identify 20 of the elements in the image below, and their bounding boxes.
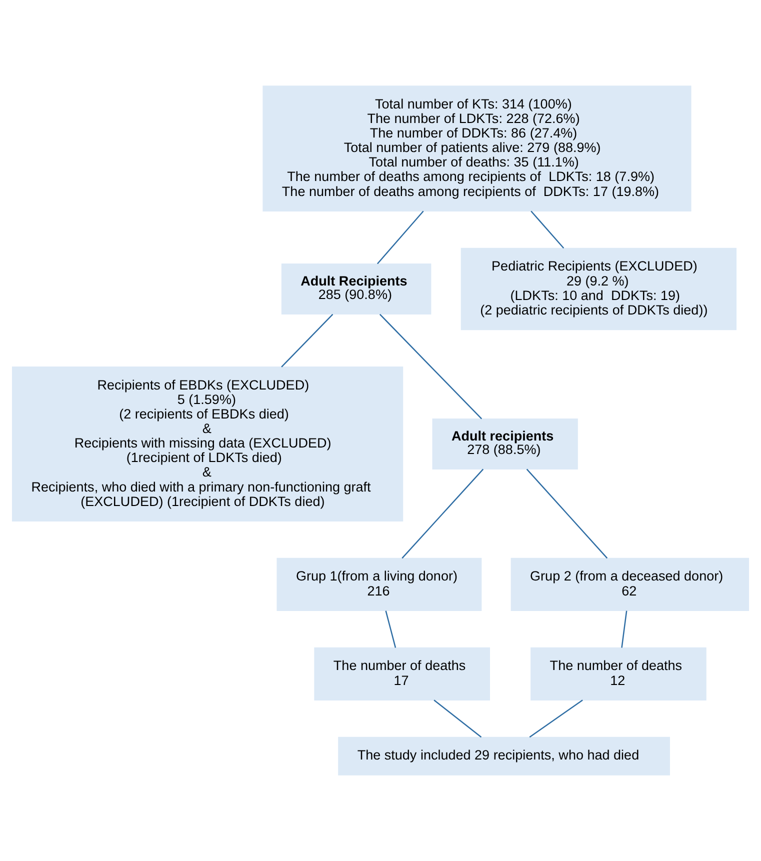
connector — [402, 468, 484, 559]
connector — [379, 314, 482, 420]
node-box: Recipients of EBDKs (EXCLUDED) 5 (1.59%) (2 recipients of EBDKs died) & Recipients with missing data (EXCLUDED) (1recipient of LDKTs died) & Recipients, who died with a primary non-functioning graft (EXCLUDED) (1recipient of DDKTs died) — [12, 366, 404, 522]
connector — [526, 468, 608, 559]
node-box: Pediatric Recipients (EXCLUDED) 29 (9.2 %) (LDKTs: 10 and DDKTs: 19) (2 pediatric recipients of DDKTs died)) — [460, 248, 737, 330]
node-box: Total number of KTs: 314 (100%) The number of LDKTs: 228 (72.6%) The number of DDKTs: 86 (27.4%) Total number of patients alive: 279 (88.9%) Total number of deaths: 35 (11.1%) The number of deaths among recipients of LDKTs: 18 (7.9%) The number of deaths among recipients of DDKTs: 17 (19.8%) — [262, 86, 692, 212]
node-box: The number of deaths 12 — [530, 647, 706, 700]
connector — [621, 610, 628, 648]
node-box: Adult Recipients 285 (90.8%) — [281, 264, 432, 314]
connector — [281, 314, 334, 368]
connector — [530, 210, 564, 249]
connector — [434, 700, 482, 738]
connector — [385, 610, 396, 648]
node-box: Adult recipients 278 (88.5%) — [432, 418, 578, 470]
node-box: Grup 2 (from a deceased donor) 62 — [510, 558, 750, 611]
node-box: The study included 29 recipients, who had died — [338, 736, 670, 776]
node-box: The number of deaths 17 — [314, 647, 490, 700]
connector — [529, 700, 583, 738]
node-box: Grup 1(from a living donor) 216 — [276, 558, 482, 611]
connector — [376, 210, 424, 264]
